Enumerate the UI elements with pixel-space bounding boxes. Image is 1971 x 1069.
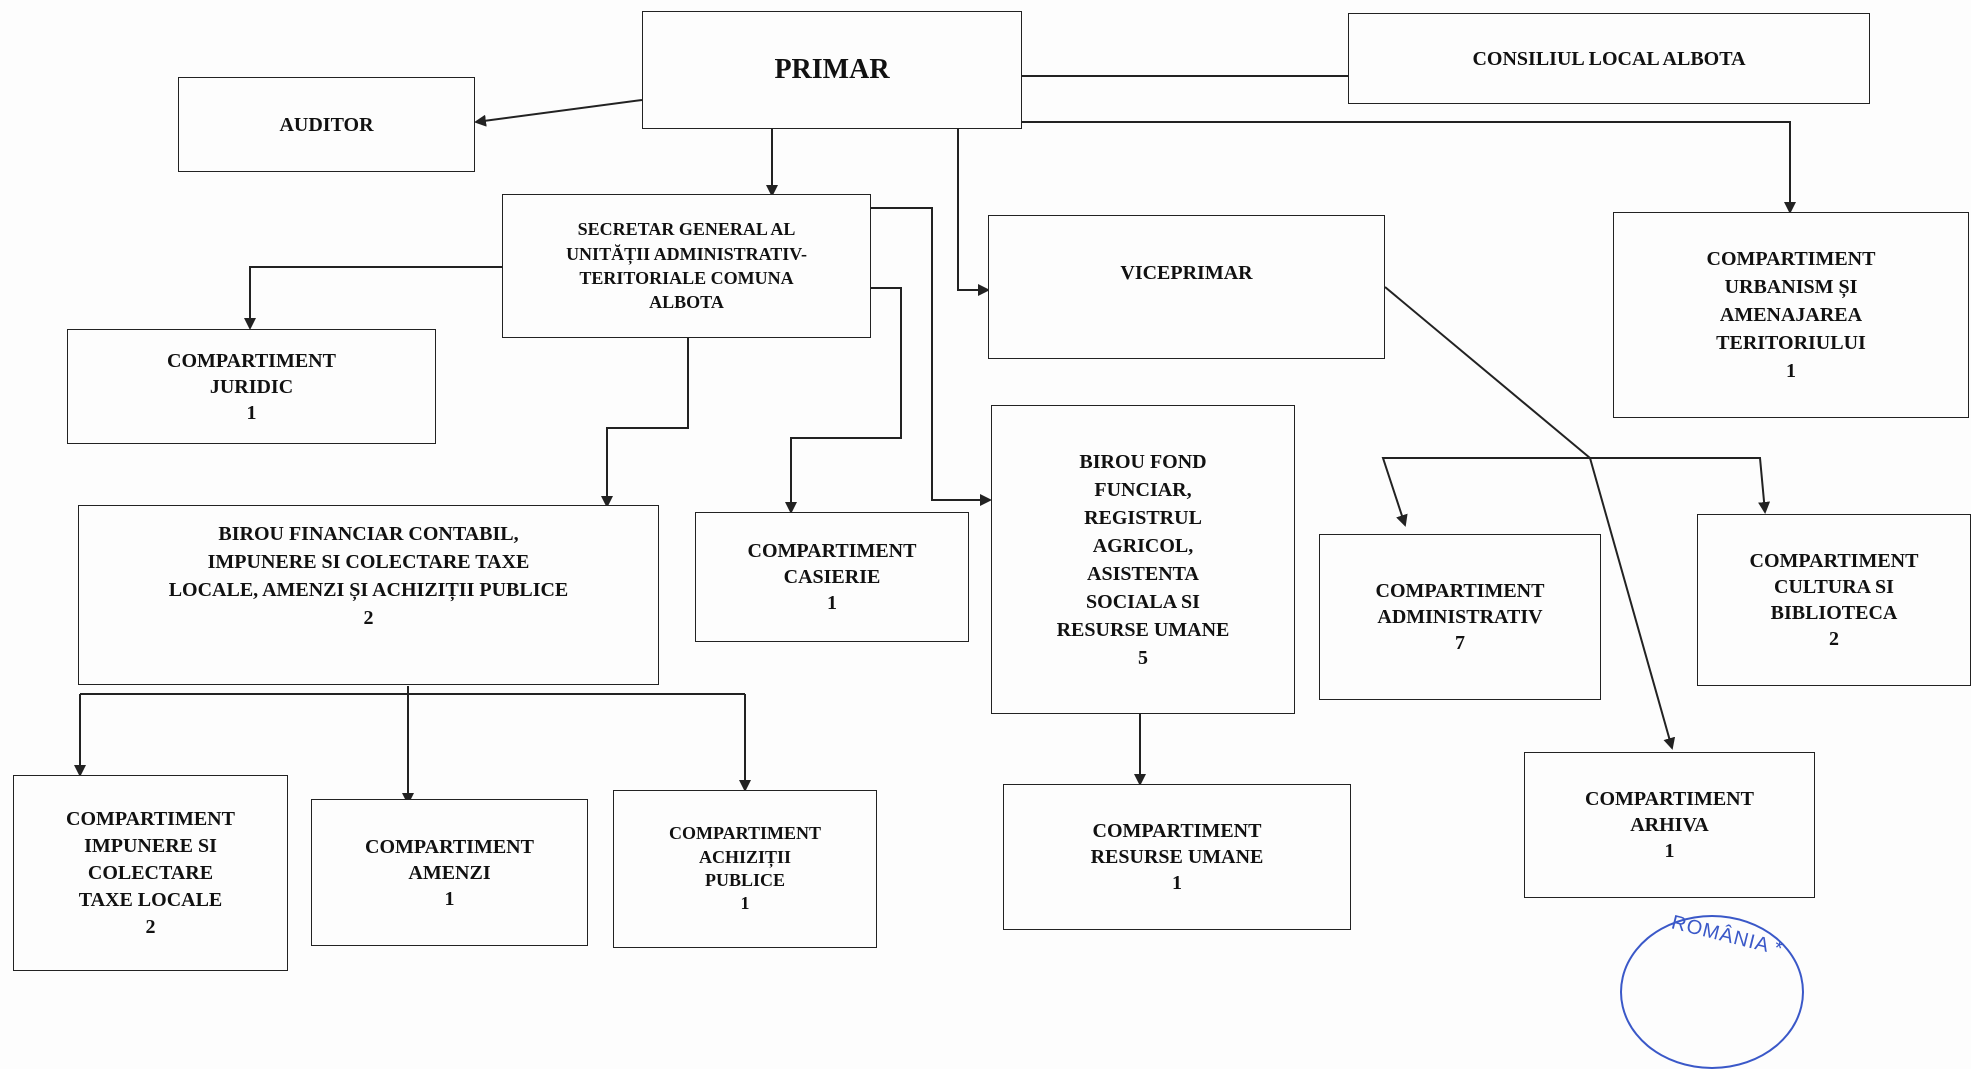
arrow-primar-auditor <box>474 99 643 127</box>
box-auditor: AUDITOR <box>178 77 475 172</box>
box-cultura: COMPARTIMENT CULTURA SI BIBLIOTECA 2 <box>1697 514 1971 686</box>
label-consiliu-local: CONSILIUL LOCAL ALBOTA <box>1472 47 1746 70</box>
box-juridic: COMPARTIMENT JURIDIC 1 <box>67 329 436 444</box>
label-resurse-umane: COMPARTIMENT RESURSE UMANE 1 <box>1090 820 1264 894</box>
label-cultura: COMPARTIMENT CULTURA SI BIBLIOTECA 2 <box>1749 550 1919 650</box>
label-juridic: COMPARTIMENT JURIDIC 1 <box>167 349 336 424</box>
label-achizitii: COMPARTIMENT ACHIZIȚII PUBLICE 1 <box>668 823 822 914</box>
arrow-primar-urbanism <box>1022 121 1796 214</box>
arrow-secretar-fondfunciar <box>871 207 992 506</box>
box-achizitii: COMPARTIMENT ACHIZIȚII PUBLICE 1 <box>613 790 877 948</box>
box-administrativ: COMPARTIMENT ADMINISTRATIV 7 <box>1319 534 1601 700</box>
label-secretar-general: SECRETAR GENERAL AL UNITĂȚII ADMINISTRAT… <box>566 219 807 313</box>
label-auditor: AUDITOR <box>279 113 374 136</box>
box-consiliu-local: CONSILIUL LOCAL ALBOTA <box>1348 13 1870 104</box>
line-viceprimar-branch <box>1384 286 1591 459</box>
arrow-secretar-financiar <box>601 338 689 508</box>
label-primar: PRIMAR <box>774 53 890 85</box>
box-amenzi: COMPARTIMENT AMENZI 1 <box>311 799 588 946</box>
arrow-branch-cultura <box>1590 457 1771 514</box>
box-primar: PRIMAR <box>642 11 1022 129</box>
org-chart: PRIMAR CONSILIUL LOCAL ALBOTA AUDITOR SE… <box>13 11 1971 1069</box>
box-arhiva: COMPARTIMENT ARHIVA 1 <box>1524 752 1815 898</box>
box-urbanism: COMPARTIMENT URBANISM ȘI AMENAJAREA TERI… <box>1613 212 1969 418</box>
label-viceprimar: VICEPRIMAR <box>1120 262 1253 284</box>
label-administrativ: COMPARTIMENT ADMINISTRATIV 7 <box>1375 580 1545 654</box>
box-impunere: COMPARTIMENT IMPUNERE SI COLECTARE TAXE … <box>13 775 288 971</box>
arrow-secretar-juridic <box>244 266 502 330</box>
box-fond-funciar: BIROU FOND FUNCIAR, REGISTRUL AGRICOL, A… <box>991 405 1295 714</box>
label-amenzi: COMPARTIMENT AMENZI 1 <box>365 835 534 910</box>
box-casierie: COMPARTIMENT CASIERIE 1 <box>695 512 969 642</box>
box-financiar: BIROU FINANCIAR CONTABIL, IMPUNERE SI CO… <box>78 505 659 685</box>
box-viceprimar: VICEPRIMAR <box>988 215 1385 359</box>
label-casierie: COMPARTIMENT CASIERIE 1 <box>747 540 917 614</box>
label-impunere: COMPARTIMENT IMPUNERE SI COLECTARE TAXE … <box>66 807 235 938</box>
label-arhiva: COMPARTIMENT ARHIVA 1 <box>1585 788 1754 862</box>
label-urbanism: COMPARTIMENT URBANISM ȘI AMENAJAREA TERI… <box>1706 248 1876 382</box>
arrow-branch-administrativ <box>1381 457 1590 527</box>
box-secretar-general: SECRETAR GENERAL AL UNITĂȚII ADMINISTRAT… <box>502 194 871 338</box>
connector-lines <box>74 75 1796 805</box>
arrow-secretar-casierie <box>785 287 902 514</box>
official-seal-stamp: ROMÂNIA * <box>1620 911 1804 1069</box>
label-fond-funciar: BIROU FOND FUNCIAR, REGISTRUL AGRICOL, A… <box>1056 450 1230 669</box>
arrow-primar-viceprimar <box>957 129 990 296</box>
arrow-branch-arhiva <box>1589 457 1676 750</box>
box-resurse-umane: COMPARTIMENT RESURSE UMANE 1 <box>1003 784 1351 930</box>
label-financiar: BIROU FINANCIAR CONTABIL, IMPUNERE SI CO… <box>168 523 569 629</box>
